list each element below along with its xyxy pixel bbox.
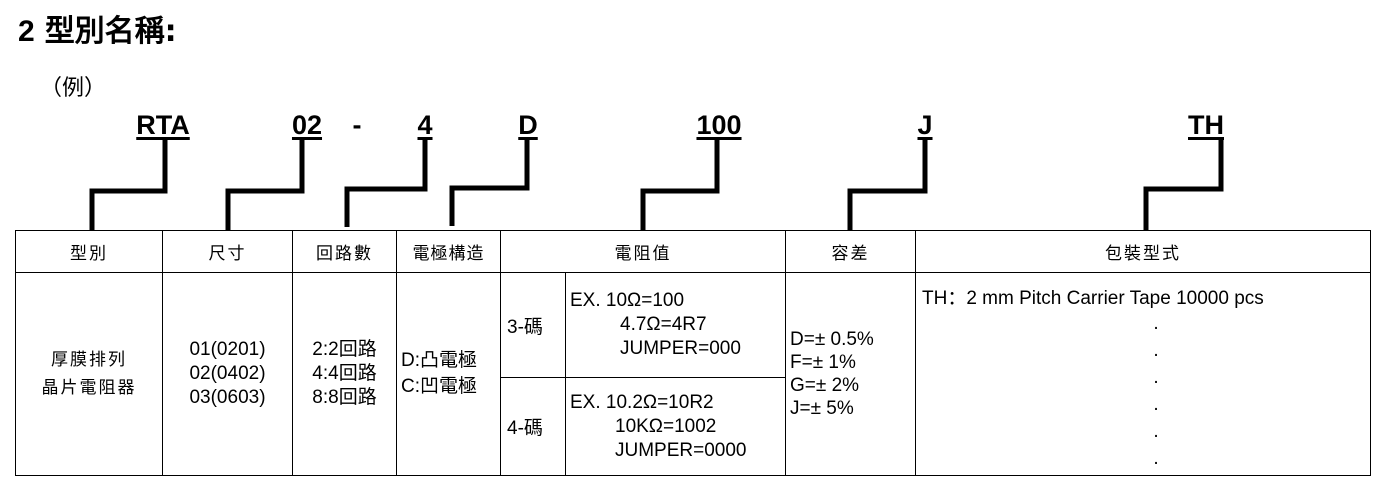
- code-dash: -: [352, 110, 362, 140]
- example-label: （例）: [40, 76, 107, 101]
- code-size: 02: [291, 110, 323, 140]
- example-line: 10KΩ=1002: [615, 415, 717, 437]
- electrode-line: D:凸電極: [401, 350, 478, 371]
- packaging-line: TH：2 mm Pitch Carrier Tape 10000 pcs: [922, 288, 1264, 309]
- packaging-cell: TH：2 mm Pitch Carrier Tape 10000 pcs . .…: [915, 272, 1371, 476]
- connector-tolerance: [847, 137, 928, 230]
- section-heading: 2 型別名稱:: [18, 6, 177, 50]
- section-title: 型別名稱:: [44, 14, 177, 49]
- connector-electrode: [449, 137, 530, 226]
- tolerance-line: G=± 2%: [790, 375, 860, 396]
- header-packaging: 包裝型式: [915, 230, 1371, 273]
- continuation-dot: .: [1153, 421, 1159, 442]
- header-circuits: 回路數: [292, 230, 397, 273]
- three-digit-label: 3-碼: [500, 272, 566, 378]
- electrode-line: C:凹電極: [401, 376, 478, 397]
- circuits-line: 4:4回路: [312, 363, 377, 384]
- continuation-dot: .: [1153, 394, 1159, 415]
- code-circuits: 4: [417, 110, 433, 140]
- header-size: 尺寸: [162, 230, 293, 273]
- example-line: 4.7Ω=4R7: [620, 314, 707, 335]
- continuation-dot: .: [1153, 313, 1159, 334]
- code-electrode: D: [518, 110, 538, 140]
- header-row: 型別 尺寸 回路數 電極構造 電阻值 容差 包裝型式: [15, 230, 1371, 273]
- size-line: 03(0603): [189, 387, 266, 408]
- header-tolerance: 容差: [785, 230, 916, 273]
- continuation-dot: .: [1153, 340, 1159, 361]
- tolerance-line: J=± 5%: [790, 398, 854, 419]
- code-type: RTA: [136, 110, 190, 140]
- tolerance-cell: D=± 0.5% F=± 1% G=± 2% J=± 5%: [785, 272, 916, 476]
- four-digit-label: 4-碼: [500, 377, 566, 476]
- tolerance-line: D=± 0.5%: [790, 329, 874, 350]
- header-resistance: 電阻值: [500, 230, 786, 273]
- section-number: 2: [18, 15, 35, 48]
- tolerance-line: F=± 1%: [790, 352, 856, 373]
- circuits-line: 2:2回路: [312, 339, 377, 360]
- size-line: 01(0201): [189, 339, 266, 360]
- connector-type: [89, 137, 168, 230]
- size-cell: 01(0201) 02(0402) 03(0603): [162, 272, 293, 476]
- type-line: 晶片電阻器: [41, 378, 137, 398]
- size-line: 02(0402): [189, 363, 266, 384]
- continuation-dot: .: [1153, 367, 1159, 388]
- circuits-cell: 2:2回路 4:4回路 8:8回路: [292, 272, 397, 476]
- example-line: EX. 10.2Ω=10R2: [570, 391, 714, 413]
- circuits-line: 8:8回路: [312, 387, 377, 408]
- code-tolerance: J: [917, 110, 933, 140]
- connector-resistance: [640, 137, 720, 230]
- example-line: EX. 10Ω=100: [570, 290, 685, 311]
- header-electrode: 電極構造: [396, 230, 501, 273]
- code-packaging: TH: [1188, 110, 1224, 140]
- type-designation-table: 型別 尺寸 回路數 電極構造 電阻值 容差 包裝型式 厚膜排列 晶片電阻器 01…: [15, 230, 1371, 476]
- electrode-cell: D:凸電極 C:凹電極: [396, 272, 501, 476]
- connector-packaging: [1143, 137, 1224, 230]
- header-type: 型別: [15, 230, 163, 273]
- type-cell: 厚膜排列 晶片電阻器: [15, 272, 163, 476]
- connector-lines: [89, 137, 1224, 230]
- continuation-dot: .: [1153, 448, 1159, 469]
- example-line: JUMPER=0000: [615, 439, 747, 461]
- example-line: JUMPER=000: [620, 338, 741, 359]
- type-line: 厚膜排列: [51, 350, 127, 370]
- connector-size: [225, 137, 305, 230]
- table-row: 厚膜排列 晶片電阻器 01(0201) 02(0402) 03(0603) 2:…: [15, 272, 1371, 476]
- code-resistance: 100: [696, 110, 742, 140]
- connector-circuits: [344, 137, 428, 227]
